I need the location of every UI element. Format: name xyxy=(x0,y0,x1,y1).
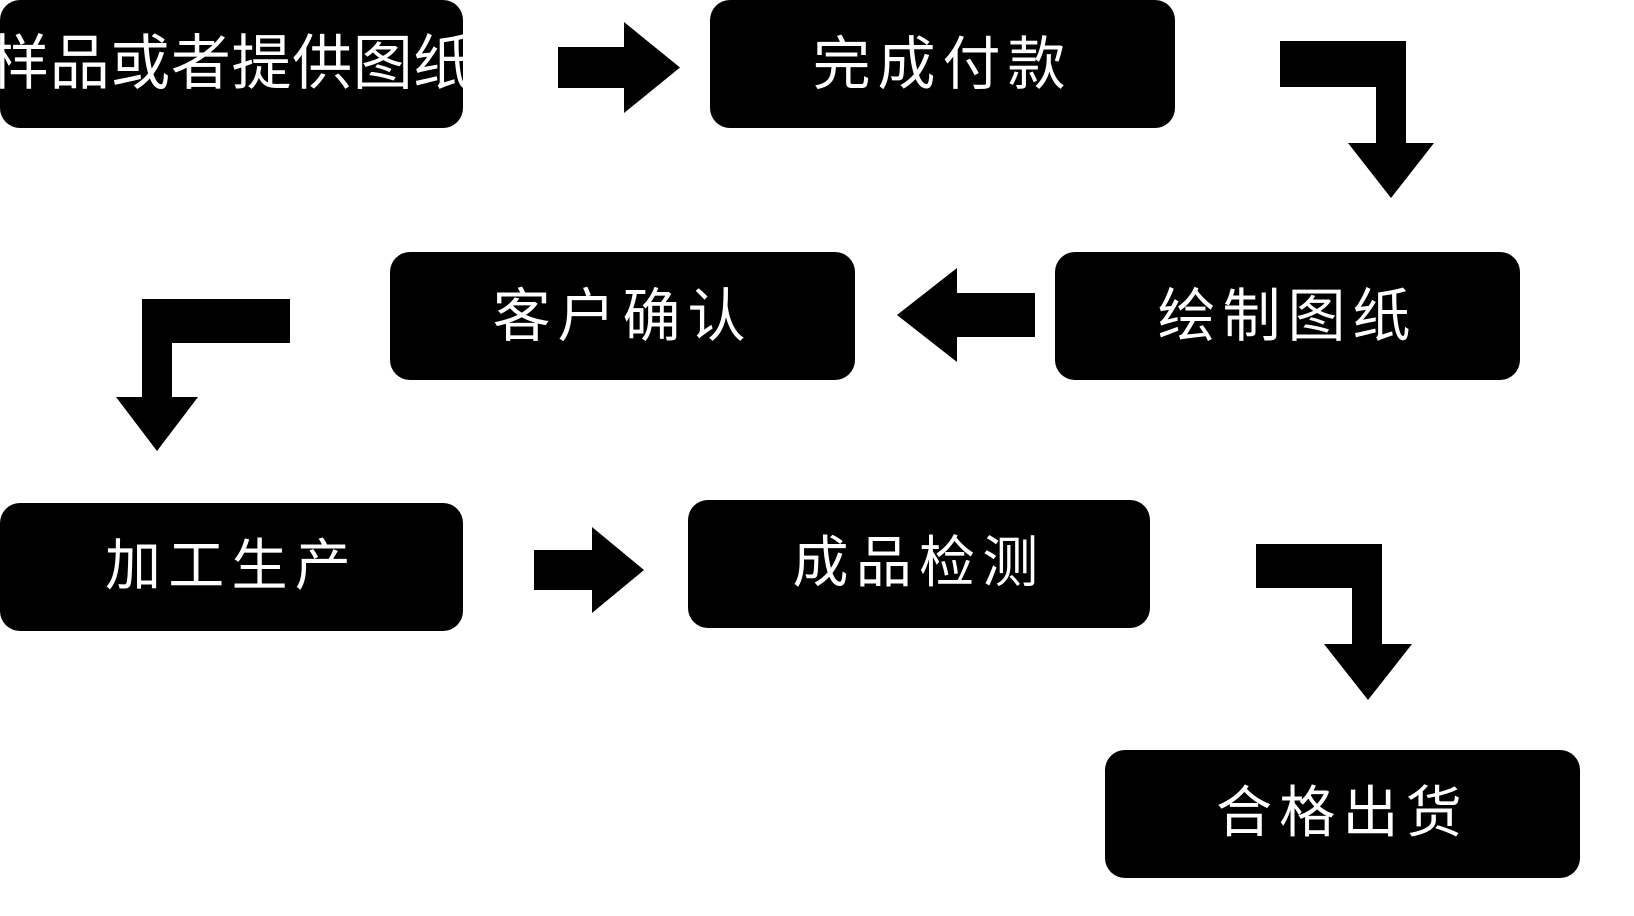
arrow-right-icon xyxy=(534,527,644,613)
flow-node-label: 合格出货 xyxy=(1215,781,1470,846)
arrow-right-icon xyxy=(558,22,680,113)
connector-inspection-to-shipment xyxy=(1238,530,1418,705)
flow-node-sample[interactable]: 样品或者提供图纸 xyxy=(0,0,473,128)
flow-node-label: 绘制图纸 xyxy=(1157,282,1418,350)
flow-node-inspection[interactable]: 成品检测 xyxy=(688,500,1150,628)
elbow-arrow-left-down-icon xyxy=(116,299,290,451)
elbow-arrow-right-down-icon xyxy=(1256,544,1412,700)
flow-node-label: 样品或者提供图纸 xyxy=(0,29,474,99)
flow-node-confirm[interactable]: 客户确认 xyxy=(390,252,855,380)
flow-node-shipment[interactable]: 合格出货 xyxy=(1105,750,1580,878)
connector-payment-to-draw xyxy=(1258,25,1438,205)
flow-node-label: 加工生产 xyxy=(104,534,359,599)
connector-production-to-inspection xyxy=(522,525,652,615)
arrow-left-icon xyxy=(897,268,1035,362)
flow-node-payment[interactable]: 完成付款 xyxy=(710,0,1175,128)
elbow-arrow-right-down-icon xyxy=(1280,41,1434,198)
flow-node-draw[interactable]: 绘制图纸 xyxy=(1055,252,1520,380)
connector-draw-to-confirm xyxy=(885,265,1045,365)
flow-node-label: 成品检测 xyxy=(792,531,1046,596)
flow-node-label: 完成付款 xyxy=(812,30,1073,98)
flow-node-production[interactable]: 加工生产 xyxy=(0,503,463,631)
flow-node-label: 客户确认 xyxy=(492,282,753,350)
connector-confirm-to-production xyxy=(112,285,297,455)
connector-sample-to-payment xyxy=(540,20,690,115)
